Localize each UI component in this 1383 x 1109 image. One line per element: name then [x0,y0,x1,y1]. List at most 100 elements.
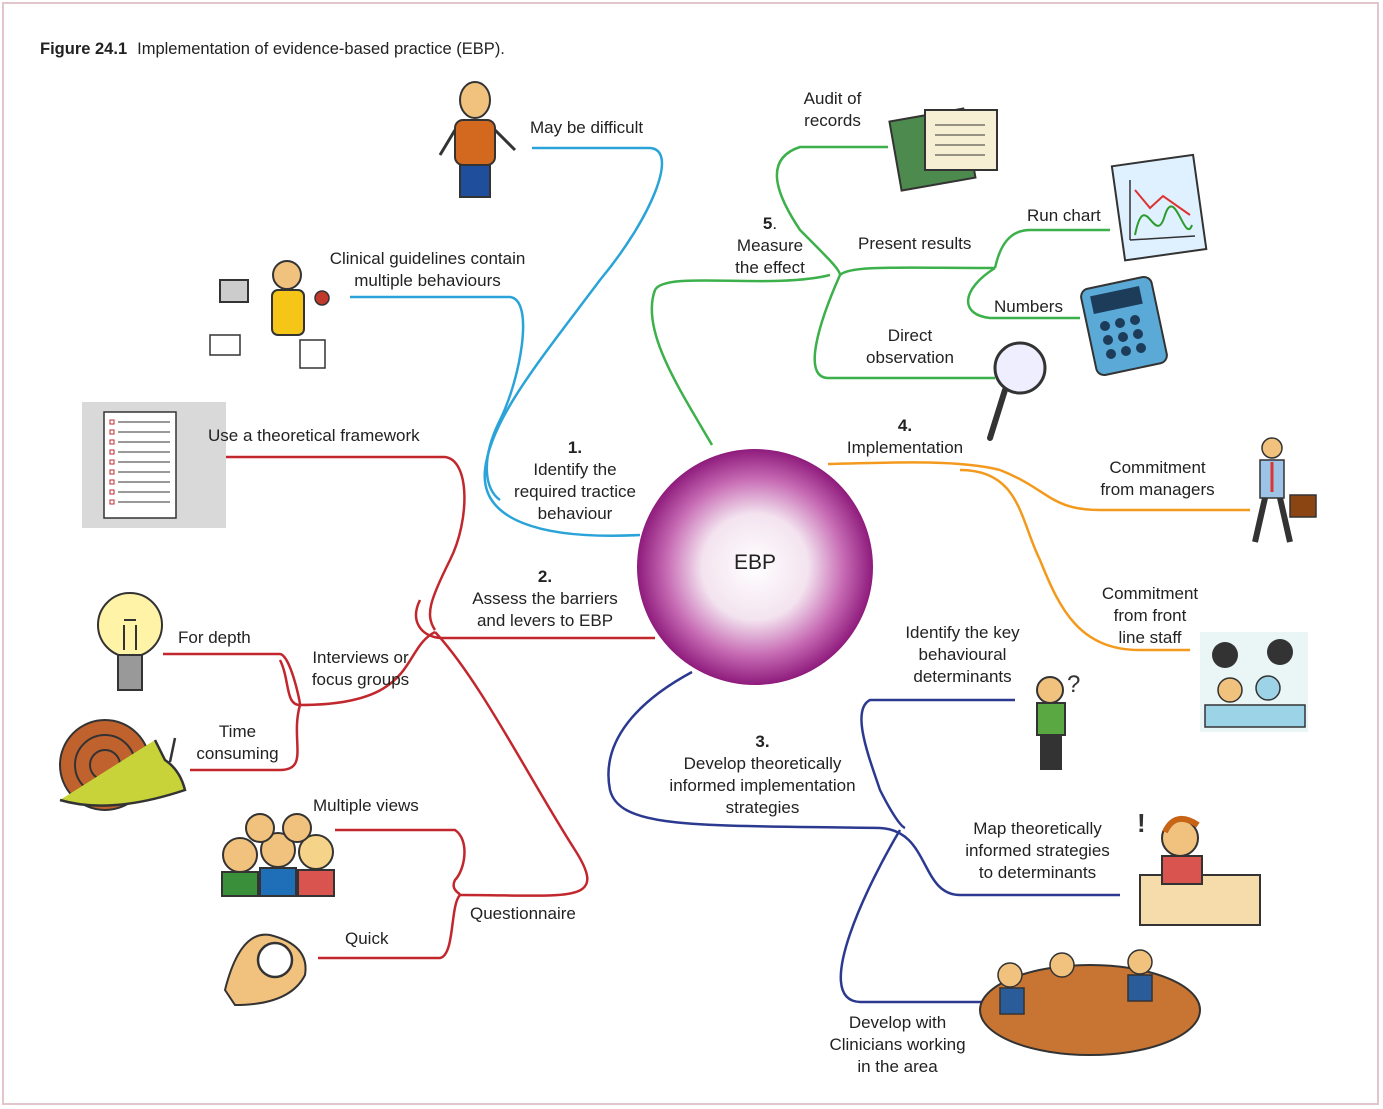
stopwatch-hand-icon: 2. [223,933,307,1007]
link-direct-observation [813,274,995,380]
link-present-results [839,266,996,277]
leaf-clinical-guidelines: Clinical guidelines contain multiple beh… [305,248,550,292]
leaf-key-determinants: Identify the key behavioural determinant… [885,622,1040,688]
meeting-table-icon [979,949,1201,1056]
branch-3-line1: Develop theoretically [683,754,842,773]
leaf-managers-line1: Commitment [1109,458,1206,477]
leaf-key-line2: behavioural [918,645,1007,664]
leaf-interviews: Interviews or focus groups [298,647,423,691]
branch-4-lines [827,461,1250,652]
leaf-clinical-line1: Clinical guidelines contain [329,249,526,268]
branch-5-lines [650,145,1110,446]
leaf-clinicians: Develop with Clinicians working in the a… [815,1012,980,1078]
branch-2-line2: and levers to EBP [476,611,614,630]
branch-4-label: 4. Implementation [835,415,975,459]
figure-title: Implementation of evidence-based practic… [137,40,505,58]
ebp-sphere [637,449,873,685]
folder-records-icon [888,107,998,192]
branch-5-number: 5 [762,214,773,233]
leaf-frontline-line3: line staff [1118,628,1182,647]
leaf-numbers: Numbers [994,297,1063,316]
svg-text:!: ! [1137,808,1146,838]
leaf-questionnaire: Questionnaire [470,904,576,923]
leaf-clin-line1: Develop with [848,1013,947,1032]
leaf-clin-line2: Clinicians working [829,1035,966,1054]
leaf-direct-line1: Direct [887,326,933,345]
branch-3-label: 3. Develop theoretically informed implem… [650,731,875,819]
leaf-interviews-line2: focus groups [311,670,410,689]
branch-4-number: 4. [897,416,913,435]
leaf-quick: Quick [345,929,389,948]
leaf-time-line1: Time [218,722,257,741]
confused-man-icon [438,81,517,198]
link-time-consuming [190,704,302,772]
leaf-map-line2: informed strategies [965,841,1110,860]
link-clinical-guidelines [350,295,525,502]
link-quick [318,894,462,960]
figure-number: Figure 24.1 [40,40,128,58]
leaf-may-be-difficult: May be difficult [530,118,644,137]
branch-5-dot: . [772,214,778,233]
link-key-determinants [860,698,1015,830]
link-map-strategies [879,826,1120,897]
link-audit [775,145,888,276]
branch-2-line1: Assess the barriers [472,589,618,608]
branch-4-line1: Implementation [846,438,964,457]
document-checklist-icon [82,402,226,528]
magnifying-glass-icon [987,341,1047,441]
link-interviews [278,630,436,707]
link-ebp-to-develop [607,670,881,830]
businessman-walking-icon [1252,437,1317,543]
leaf-frontline-line1: Commitment [1101,584,1199,603]
branch-1-line1: Identify the [533,460,617,479]
leaf-multiple-views: Multiple views [313,796,419,815]
branch-1-lines [350,146,664,537]
leaf-audit-line1: Audit of [803,89,862,108]
leaf-present-results: Present results [858,234,972,253]
branch-1-line3: behaviour [537,504,613,523]
leaf-clin-line3: in the area [857,1057,938,1076]
link-may-be-difficult [483,146,664,537]
link-frontline [959,468,1190,652]
branch-5-line1: Measure [736,236,804,255]
link-clinicians [839,829,985,1004]
link-managers [999,468,1250,512]
busy-worker-icon [209,260,330,369]
snail-icon [59,719,187,811]
leaf-direct-observation: Direct observation [850,325,970,369]
figure-caption: Figure 24.1 Implementation of evidence-ba… [40,40,505,59]
link-ebp-to-implementation [827,461,1001,472]
leaf-map-line3: to determinants [978,863,1097,882]
leaf-interviews-line1: Interviews or [312,648,409,667]
run-chart-icon [1110,153,1208,262]
branch-1-number: 1. [567,438,583,457]
light-bulb-icon [97,592,163,691]
branch-3-line2: informed implementation [669,776,856,795]
leaf-commitment-frontline: Commitment from front line staff [1085,583,1215,649]
surgical-team-icon [1200,632,1308,732]
leaf-time-consuming: Time consuming [180,721,295,765]
ebp-center-label: EBP [733,551,777,574]
leaf-key-line3: determinants [913,667,1012,686]
branch-1-label: 1. Identify the required tractice behavi… [505,437,645,525]
leaf-clinical-line2: multiple behaviours [354,271,501,290]
link-multiple-views [335,828,466,896]
leaf-frontline-line2: from front [1113,606,1187,625]
link-numbers [966,266,1080,320]
leaf-for-depth: For depth [178,628,251,647]
branch-2-label: 2. Assess the barriers and levers to EBP [455,566,635,632]
link-ebp-to-measure [650,273,831,446]
svg-text:?: ? [1067,671,1080,698]
link-questionnaire [434,631,589,897]
link-for-depth [163,652,302,706]
leaf-direct-line2: observation [866,348,954,367]
leaf-key-line1: Identify the key [905,623,1020,642]
branch-1-line2: required tractice [514,482,636,501]
leaf-commitment-managers: Commitment from managers [1090,457,1225,501]
leaf-map-strategies: Map theoretically informed strategies to… [955,818,1120,884]
link-run-chart [993,228,1110,269]
group-of-people-icon [221,813,335,897]
confused-student-icon: ? [1036,671,1080,770]
